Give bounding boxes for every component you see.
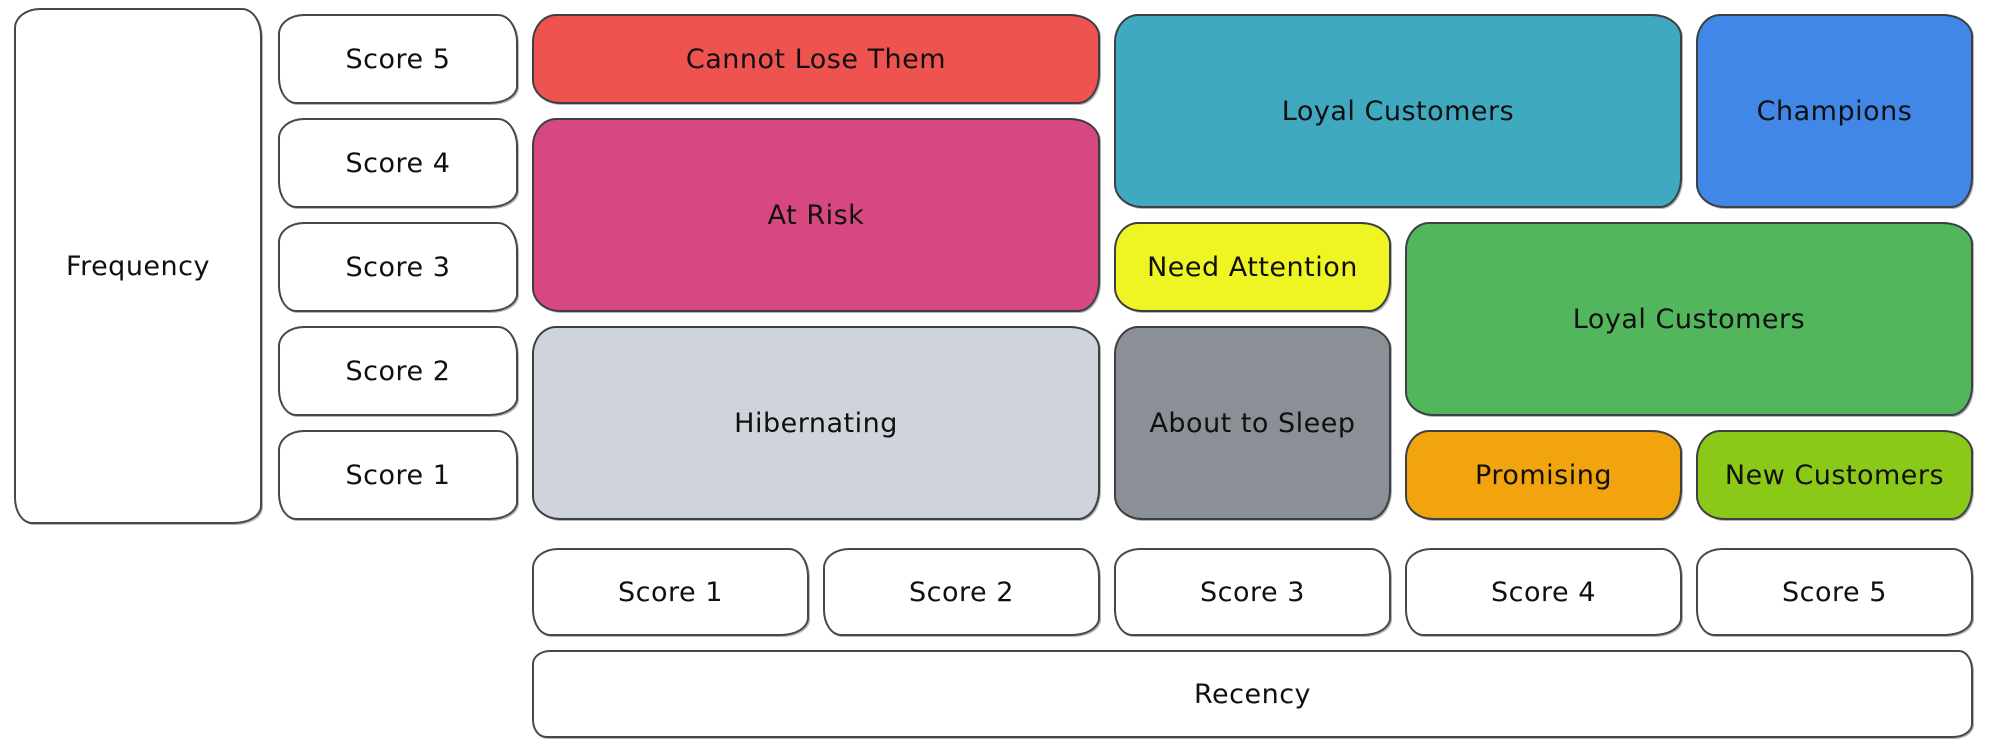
segment-loyal-customers-lower: Loyal Customers [1405, 222, 1973, 416]
recency-score-4-text: Score 4 [1491, 576, 1596, 608]
segment-new-customers: New Customers [1696, 430, 1973, 520]
segment-need-attention: Need Attention [1114, 222, 1391, 312]
frequency-score-4-text: Score 4 [345, 147, 451, 179]
segment-label: Loyal Customers [1281, 95, 1515, 127]
frequency-axis-label: Frequency [14, 8, 262, 524]
segment-label: Hibernating [734, 407, 898, 439]
frequency-score-4: Score 4 [278, 118, 518, 208]
recency-axis-label: Recency [532, 650, 1973, 738]
segment-champions: Champions [1696, 14, 1973, 208]
segment-label: Loyal Customers [1572, 303, 1806, 335]
segment-promising: Promising [1405, 430, 1682, 520]
recency-axis-text: Recency [1193, 678, 1312, 710]
frequency-score-5: Score 5 [278, 14, 518, 104]
frequency-score-3: Score 3 [278, 222, 518, 312]
frequency-score-2: Score 2 [278, 326, 518, 416]
segment-loyal-customers-upper: Loyal Customers [1114, 14, 1682, 208]
recency-score-5: Score 5 [1696, 548, 1973, 636]
frequency-score-5-text: Score 5 [345, 43, 451, 75]
segment-label: At Risk [767, 199, 865, 231]
frequency-score-1: Score 1 [278, 430, 518, 520]
recency-score-3: Score 3 [1114, 548, 1391, 636]
segment-label: New Customers [1724, 459, 1945, 491]
frequency-axis-text: Frequency [66, 250, 210, 282]
recency-score-4: Score 4 [1405, 548, 1682, 636]
segment-about-to-sleep: About to Sleep [1114, 326, 1391, 520]
segment-label: Need Attention [1147, 251, 1358, 283]
segment-hibernating: Hibernating [532, 326, 1100, 520]
recency-score-1: Score 1 [532, 548, 809, 636]
segment-label: Champions [1756, 95, 1913, 127]
frequency-score-2-text: Score 2 [345, 355, 451, 387]
segment-at-risk: At Risk [532, 118, 1100, 312]
frequency-score-3-text: Score 3 [345, 251, 451, 283]
recency-score-1-text: Score 1 [618, 576, 723, 608]
recency-score-2: Score 2 [823, 548, 1100, 636]
recency-score-2-text: Score 2 [909, 576, 1014, 608]
segment-cannot-lose-them: Cannot Lose Them [532, 14, 1100, 104]
recency-score-5-text: Score 5 [1782, 576, 1887, 608]
segment-label: Promising [1475, 459, 1612, 491]
segment-label: Cannot Lose Them [685, 43, 947, 75]
segment-label: About to Sleep [1149, 407, 1356, 439]
frequency-score-1-text: Score 1 [345, 459, 451, 491]
recency-score-3-text: Score 3 [1200, 576, 1305, 608]
